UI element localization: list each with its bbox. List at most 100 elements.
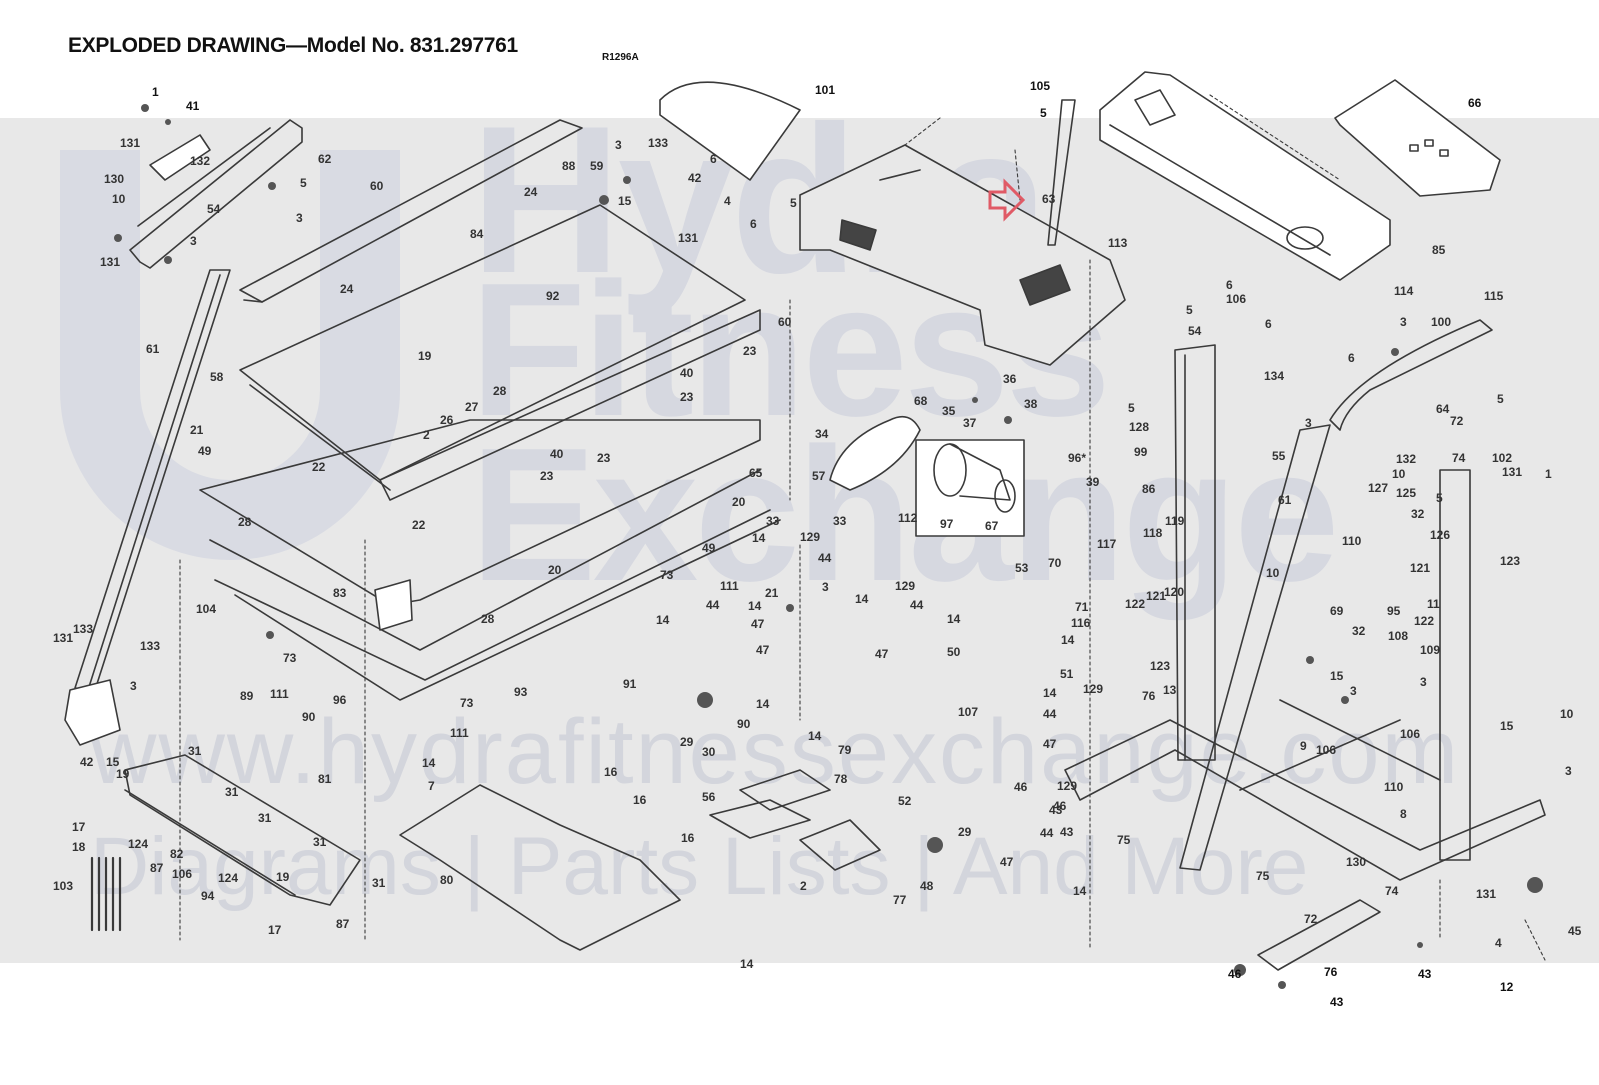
part-callout-131: 131 bbox=[1502, 465, 1523, 479]
part-callout-34: 34 bbox=[815, 427, 829, 441]
part-console-overlay bbox=[1334, 79, 1501, 197]
part-callout-19: 19 bbox=[418, 349, 432, 363]
part-callout-75: 75 bbox=[1117, 833, 1131, 847]
part-callout-121: 121 bbox=[1410, 561, 1431, 575]
part-callout-109: 109 bbox=[1420, 643, 1441, 657]
part-callout-5: 5 bbox=[300, 176, 307, 190]
part-callout-99: 99 bbox=[1134, 445, 1148, 459]
part-callout-10: 10 bbox=[1560, 707, 1574, 721]
part-callout-124: 124 bbox=[128, 837, 149, 851]
part-callout-79: 79 bbox=[838, 743, 852, 757]
part-upright-right bbox=[1174, 319, 1493, 871]
part-hood-cover bbox=[659, 81, 801, 181]
part-callout-91: 91 bbox=[623, 677, 637, 691]
part-callout-33: 33 bbox=[833, 514, 847, 528]
part-callout-133: 133 bbox=[73, 622, 94, 636]
part-callout-30: 30 bbox=[702, 745, 716, 759]
part-callout-6: 6 bbox=[1348, 351, 1355, 365]
part-callout-84: 84 bbox=[470, 227, 484, 241]
part-handrail-left bbox=[129, 119, 303, 269]
part-callout-2: 2 bbox=[800, 879, 807, 893]
part-callout-44: 44 bbox=[910, 598, 924, 612]
part-callout-106: 106 bbox=[1400, 727, 1421, 741]
part-drive-belt bbox=[829, 415, 921, 491]
part-callout-112: 112 bbox=[898, 511, 918, 525]
part-callout-75: 75 bbox=[1256, 869, 1270, 883]
part-callout-86: 86 bbox=[1142, 482, 1156, 496]
part-callout-81: 81 bbox=[318, 772, 332, 786]
part-callout-5: 5 bbox=[790, 196, 797, 210]
part-callout-47: 47 bbox=[875, 647, 889, 661]
part-rear-foot bbox=[1257, 899, 1381, 971]
part-callout-61: 61 bbox=[146, 342, 160, 356]
part-callout-26: 26 bbox=[440, 413, 454, 427]
part-callout-119: 119 bbox=[1165, 514, 1185, 528]
part-callout-129: 129 bbox=[895, 579, 916, 593]
part-callout-36: 36 bbox=[1003, 372, 1017, 386]
part-callout-14: 14 bbox=[947, 612, 961, 626]
small-hardware bbox=[114, 104, 1543, 989]
part-callout-47: 47 bbox=[751, 617, 765, 631]
part-front-roller-box bbox=[915, 439, 1025, 537]
part-callout-31: 31 bbox=[372, 876, 386, 890]
part-callout-67: 67 bbox=[985, 519, 999, 533]
part-callout-15: 15 bbox=[1500, 719, 1514, 733]
part-callout-110: 110 bbox=[1342, 534, 1362, 548]
part-callout-92: 92 bbox=[546, 289, 560, 303]
part-callout-28: 28 bbox=[493, 384, 507, 398]
part-callout-14: 14 bbox=[748, 599, 762, 613]
part-callout-33: 33 bbox=[766, 514, 780, 528]
part-callout-46: 46 bbox=[1053, 799, 1067, 813]
part-callout-131: 131 bbox=[100, 255, 121, 269]
part-callout-10: 10 bbox=[1392, 467, 1406, 481]
part-callout-130: 130 bbox=[104, 172, 125, 186]
part-callout-122: 122 bbox=[1125, 597, 1146, 611]
part-callout-3: 3 bbox=[1305, 416, 1312, 430]
part-callout-14: 14 bbox=[740, 957, 754, 971]
part-callout-41: 41 bbox=[186, 99, 200, 113]
part-callout-16: 16 bbox=[604, 765, 618, 779]
part-callout-113: 113 bbox=[1108, 236, 1128, 250]
part-callout-24: 24 bbox=[524, 185, 538, 199]
part-side-rail bbox=[124, 754, 361, 906]
part-callout-74: 74 bbox=[1385, 884, 1399, 898]
part-callout-40: 40 bbox=[550, 447, 564, 461]
part-callout-5: 5 bbox=[1040, 106, 1047, 120]
part-callout-95: 95 bbox=[1387, 604, 1401, 618]
part-callout-29: 29 bbox=[958, 825, 972, 839]
part-callout-82: 82 bbox=[170, 847, 184, 861]
part-callout-123: 123 bbox=[1500, 554, 1521, 568]
part-callout-133: 133 bbox=[648, 136, 669, 150]
part-callout-63: 63 bbox=[1042, 192, 1056, 206]
part-callout-49: 49 bbox=[198, 444, 212, 458]
part-callout-131: 131 bbox=[678, 231, 699, 245]
part-callout-126: 126 bbox=[1430, 528, 1451, 542]
part-callout-100: 100 bbox=[1431, 315, 1452, 329]
part-callout-66: 66 bbox=[1468, 96, 1482, 110]
part-callout-12: 12 bbox=[1500, 980, 1514, 994]
part-callout-3: 3 bbox=[615, 138, 622, 152]
part-callout-42: 42 bbox=[688, 171, 702, 185]
part-callout-57: 57 bbox=[812, 469, 826, 483]
part-callout-122: 122 bbox=[1414, 614, 1435, 628]
part-callout-132: 132 bbox=[1396, 452, 1417, 466]
part-callout-47: 47 bbox=[1043, 737, 1057, 751]
part-callout-106: 106 bbox=[1316, 743, 1337, 757]
part-callout-3: 3 bbox=[1400, 315, 1407, 329]
part-callout-104: 104 bbox=[196, 602, 217, 616]
part-callout-47: 47 bbox=[756, 643, 770, 657]
part-callout-22: 22 bbox=[412, 518, 426, 532]
part-callout-106: 106 bbox=[1226, 292, 1247, 306]
part-callout-45: 45 bbox=[1568, 924, 1582, 938]
part-callout-14: 14 bbox=[422, 756, 436, 770]
part-callout-22: 22 bbox=[312, 460, 326, 474]
part-callout-18: 18 bbox=[72, 840, 86, 854]
part-callout-53: 53 bbox=[1015, 561, 1029, 575]
part-callout-17: 17 bbox=[72, 820, 86, 834]
part-callout-64: 64 bbox=[1436, 402, 1450, 416]
part-callout-106: 106 bbox=[172, 867, 193, 881]
part-callout-125: 125 bbox=[1396, 486, 1417, 500]
part-callout-14: 14 bbox=[752, 531, 766, 545]
part-callout-130: 130 bbox=[1346, 855, 1367, 869]
part-callout-8: 8 bbox=[1400, 807, 1407, 821]
